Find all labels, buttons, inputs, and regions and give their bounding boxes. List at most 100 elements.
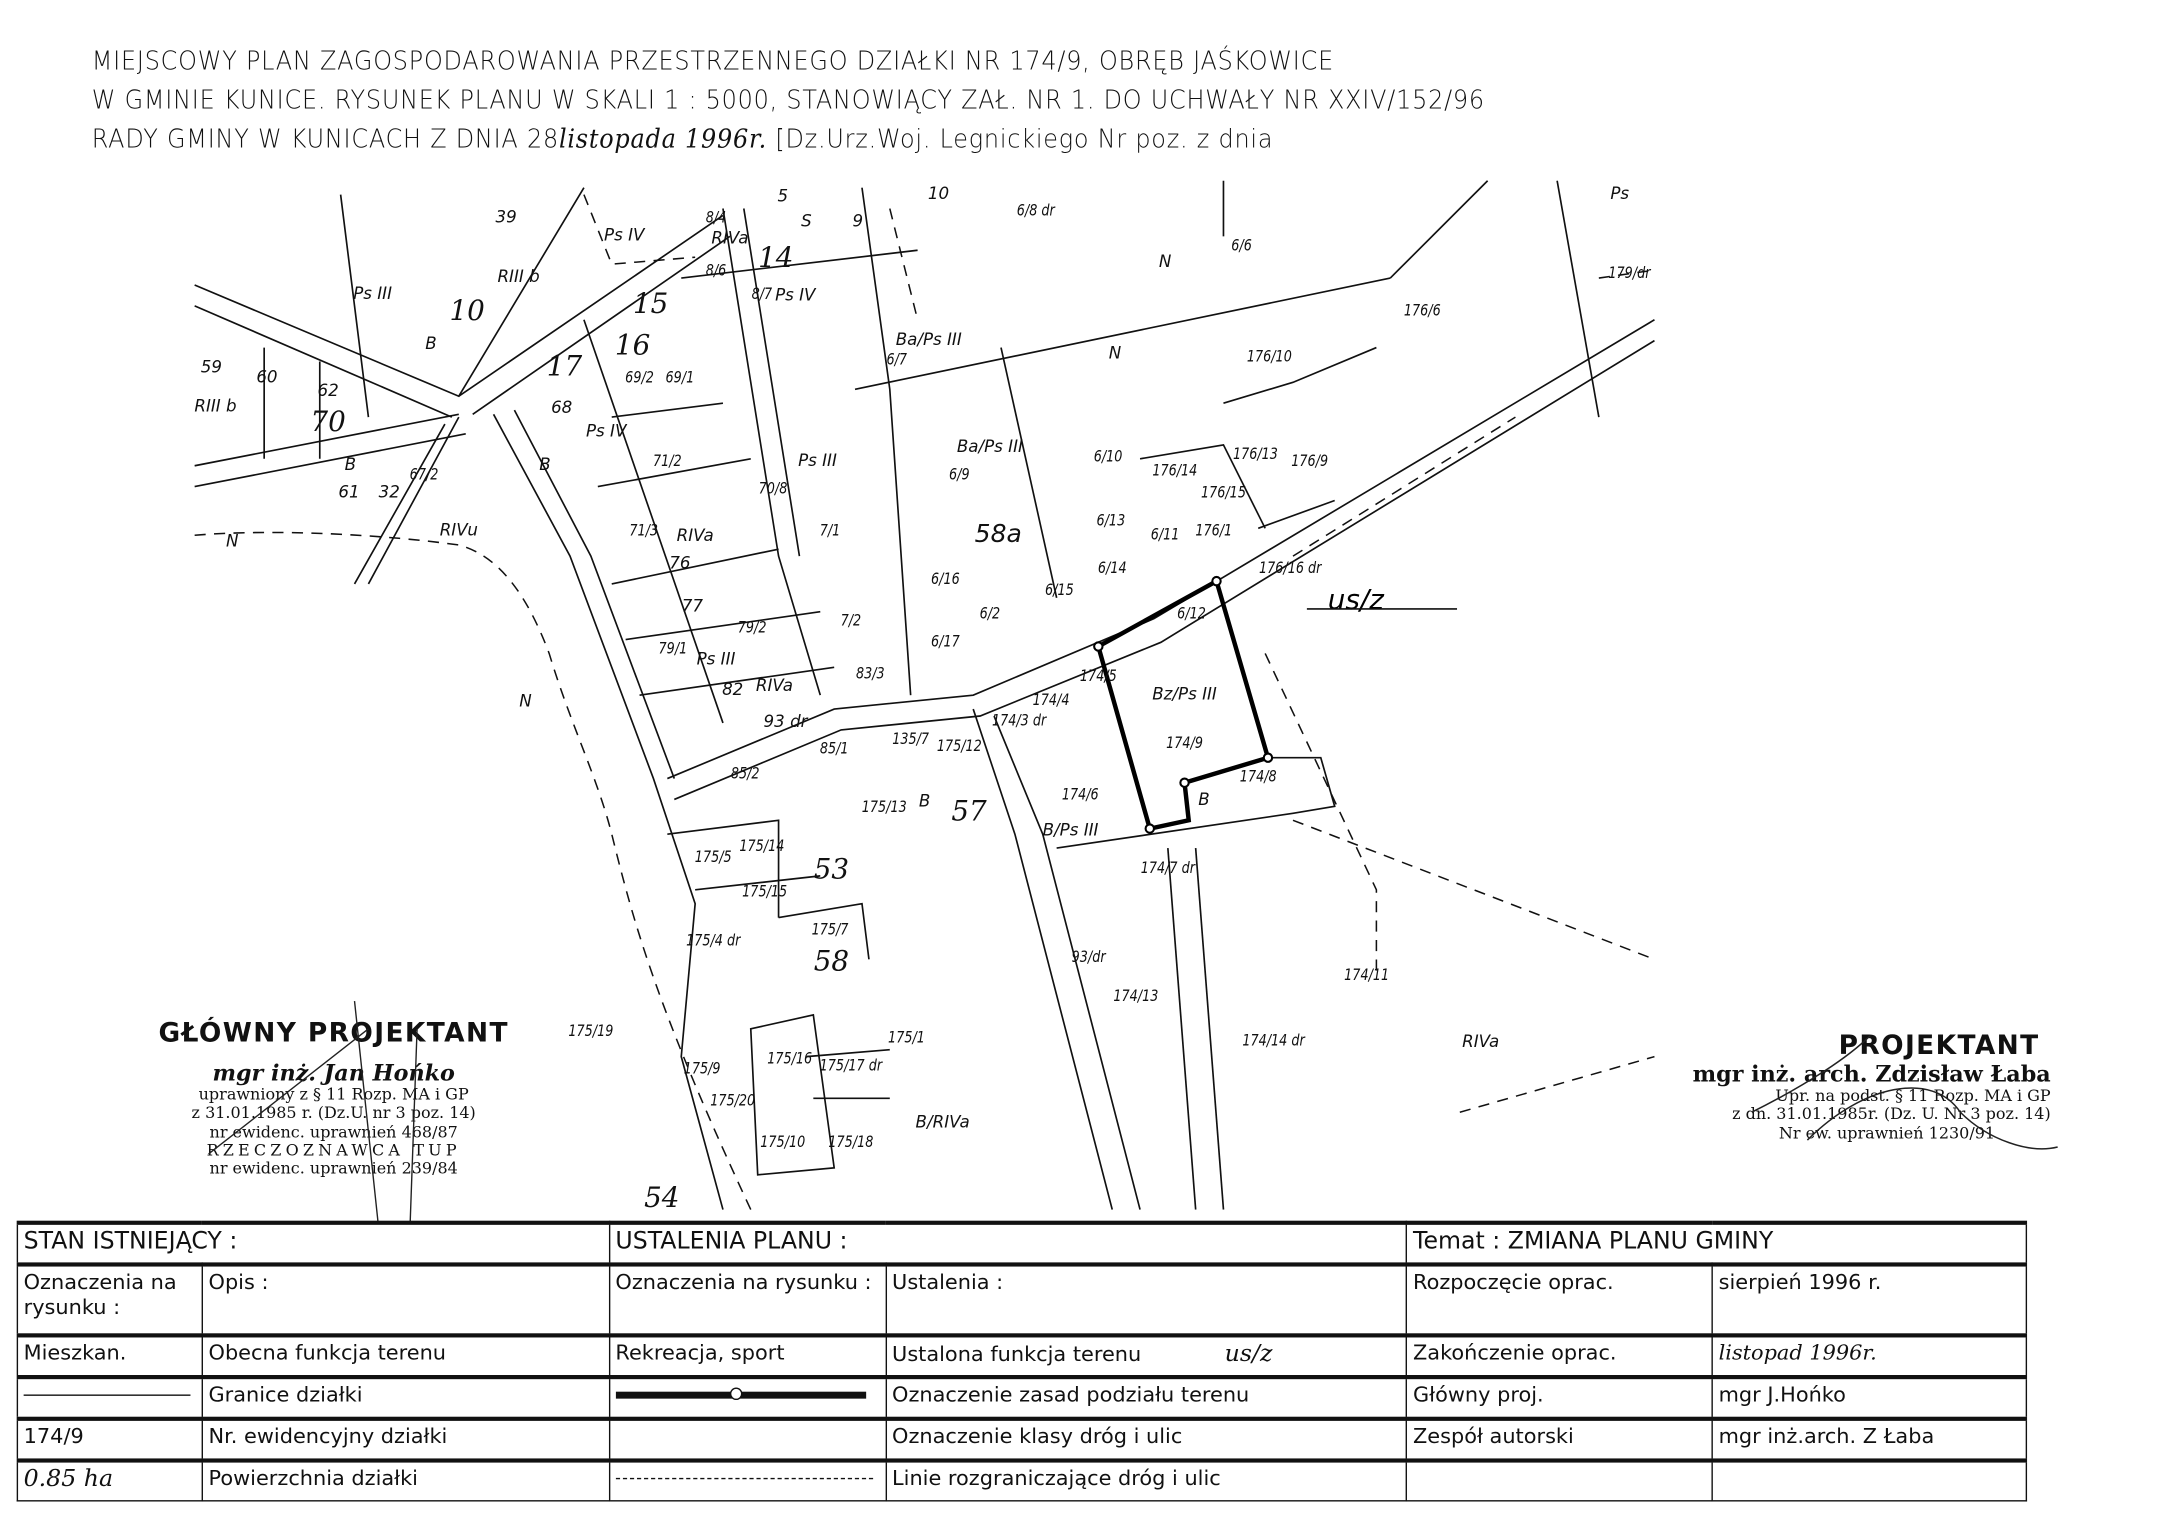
parcel-label: RIVu <box>440 520 478 539</box>
parcel-label: 85/2 <box>731 765 760 783</box>
parcel-number: 70/8 <box>759 480 788 498</box>
dashed-line <box>1292 819 1655 961</box>
parcel-number: 174/4 <box>1033 692 1070 710</box>
parcel-line <box>263 194 370 459</box>
parcel-label: 175/5 <box>695 849 732 867</box>
land-class-label: 62 <box>318 381 339 400</box>
end-label: Zakończenie oprac. <box>1406 1334 1714 1378</box>
land-class-label: Ps III <box>697 650 736 669</box>
parcel-number: 174/6 <box>1062 786 1099 804</box>
parcel-label: 179/dr <box>1608 265 1651 283</box>
existing-state-header: STAN ISTNIEJĄCY : <box>16 1222 610 1266</box>
parcel-label: 8/4 <box>706 209 727 227</box>
parcel-label: 175/4 dr <box>686 932 741 950</box>
parcel-number: 7/1 <box>820 522 841 540</box>
col-marking: Oznaczenia na rysunku : <box>16 1263 203 1337</box>
parcel-number: 135/7 <box>892 731 930 749</box>
parcel-label: B <box>345 455 356 474</box>
land-class-label: 58a <box>975 519 1022 548</box>
handwritten-number: 54 <box>644 1181 679 1214</box>
parcel-line <box>722 208 822 696</box>
title-line-3: RADY GMINY W KUNICACH Z DNIA 28listopada… <box>92 125 1274 154</box>
parcel-number: 174/9 <box>1166 735 1203 753</box>
parcel-label: 83/3 <box>856 665 885 683</box>
dashed-line <box>194 531 752 1210</box>
parcel-number: 176/1 <box>1195 522 1232 540</box>
parcel-label: Ps IV <box>775 285 817 304</box>
parcel-line <box>742 208 801 557</box>
land-class-label: 61 <box>338 483 359 502</box>
parcel-number: 174/3 dr <box>992 712 1047 730</box>
parcel-number: 8/6 <box>706 262 727 280</box>
parcel-label: 175/15 <box>742 883 787 901</box>
parcel-number: 8/7 <box>752 286 773 304</box>
parcel-label: B <box>919 791 930 810</box>
land-class-label: B <box>539 455 550 474</box>
parcel-label: 53 <box>814 853 849 886</box>
parcel-label: 10 <box>928 184 949 203</box>
parcel-label: 68 <box>551 398 572 417</box>
parcel-label: 6/12 <box>1177 605 1206 623</box>
parcel-label: 174/5 <box>1080 668 1117 686</box>
land-class-label: RIVa <box>756 676 793 695</box>
stamp-line: Nr ew. uprawnień 1230/91 <box>1778 1122 1996 1143</box>
parcel-label: 15 <box>633 287 668 320</box>
land-class-label: B/Ps III <box>1043 821 1099 840</box>
parcel-label: 58 <box>814 944 849 977</box>
land-class-label: RIVa <box>1462 1032 1499 1051</box>
stamp-title: PROJEKTANT <box>1838 1030 2040 1061</box>
parcel-number: 6/7 <box>886 351 907 369</box>
parcel-label: 175/14 <box>739 838 784 856</box>
parcel-number: 176/6 <box>1404 302 1441 320</box>
parcel-label: 59 <box>201 358 222 377</box>
parcel-number: 6/9 <box>949 466 970 484</box>
parcel-number: 85/1 <box>820 740 849 758</box>
parcel-label: RIVa <box>1462 1032 1499 1051</box>
stamp-line: Upr. na podst. § 11 Rozp. MA i GP <box>1775 1086 2051 1106</box>
land-class-label: Bz/Ps III <box>1152 684 1217 703</box>
parcel-line <box>667 819 870 960</box>
plot-boundary-symbol <box>16 1376 203 1420</box>
handwritten-number: 14 <box>758 241 793 274</box>
land-class-label: 82 <box>722 680 743 699</box>
parcel-label: 174/11 <box>1344 967 1389 985</box>
col-description: Opis : <box>201 1263 610 1337</box>
parcel-label: B <box>425 334 436 353</box>
parcel-label: 54 <box>644 1181 679 1214</box>
land-class-label: 9 <box>853 212 864 231</box>
parcel-number: 93/dr <box>1072 949 1107 967</box>
parcel-label: 176/15 <box>1201 484 1246 502</box>
dashed-line <box>1264 653 1378 974</box>
stamp-line: nr ewidenc. uprawnień 468/87 <box>209 1121 458 1141</box>
parcel-number: 176/16 dr <box>1259 560 1322 578</box>
parcel-label: 79/1 <box>659 640 688 658</box>
parcel-label: 79/2 <box>738 619 767 637</box>
parcel-labels: 8/48/68/76/8 dr6/6179/dr176/6176/106/76/… <box>194 184 1651 1214</box>
parcel-number: 174/14 dr <box>1242 1032 1305 1050</box>
handwritten-number: 53 <box>814 853 849 886</box>
stamp-line: z 31.01.1985 r. (Dz.U. nr 3 poz. 14) <box>191 1103 476 1123</box>
parcel-label: Ps III <box>353 284 392 303</box>
parcel-label: 8/7 <box>752 286 773 304</box>
parcel-label: 175/18 <box>828 1134 873 1152</box>
parcel-number: 175/16 <box>767 1050 812 1068</box>
parcel-label: 32 <box>379 483 400 502</box>
land-class-label: Ps IV <box>775 285 817 304</box>
parcel-label: 58a <box>975 519 1022 548</box>
parcel-label: 6/14 <box>1098 560 1127 578</box>
parcel-label: 174/13 <box>1113 988 1158 1006</box>
parcel-line <box>194 413 466 488</box>
parcel-label: 5 <box>777 187 788 206</box>
parcel-lines <box>194 180 1655 1210</box>
stamp-name: mgr inż. Jan Hońko <box>212 1059 455 1086</box>
parcel-label: N <box>1159 252 1172 271</box>
parcel-label: 6/8 dr <box>1017 202 1056 220</box>
parcel-number: 176/14 <box>1152 462 1197 480</box>
title-line-2: W GMINIE KUNICE. RYSUNEK PLANU W SKALI 1… <box>91 86 1485 116</box>
empty-cell <box>608 1418 887 1462</box>
parcel-label: RIVa <box>711 228 748 247</box>
land-class-label: B <box>345 455 356 474</box>
parcel-label: 85/1 <box>820 740 849 758</box>
start-value: sierpień 1996 r. <box>1711 1263 2028 1337</box>
